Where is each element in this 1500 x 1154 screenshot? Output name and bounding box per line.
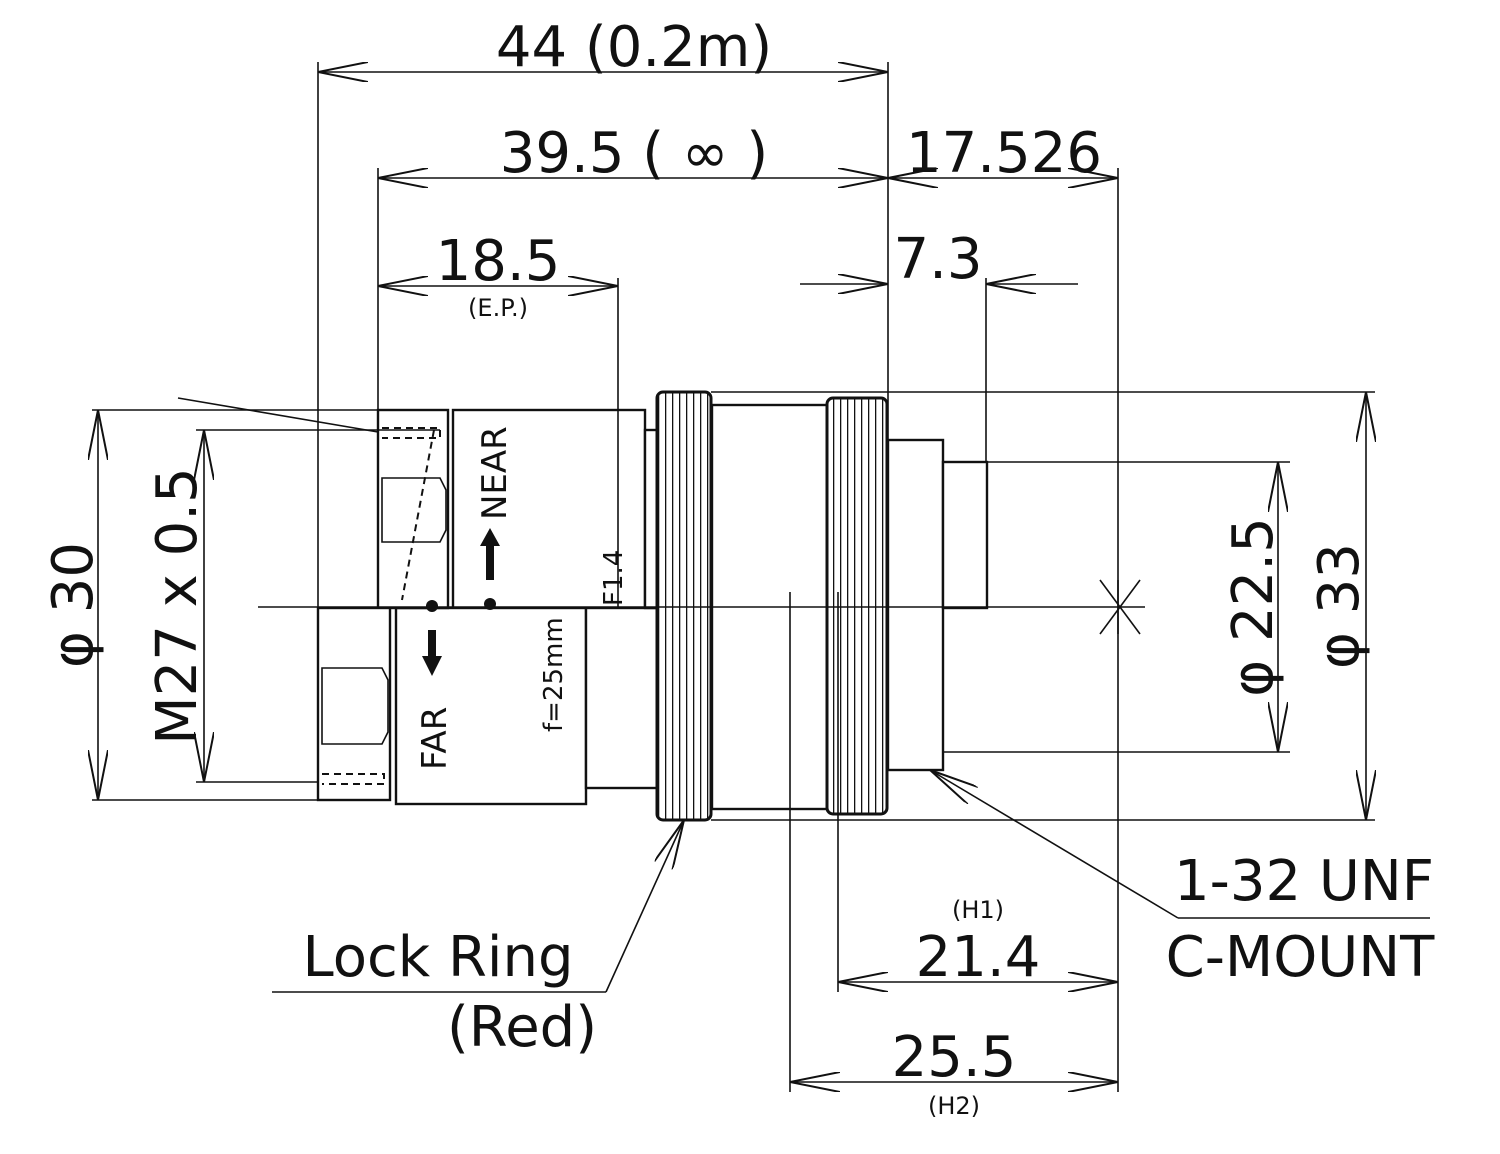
dim-label-39-5: 39.5 ( ∞ ) [500, 121, 768, 186]
iris-ring [825, 396, 889, 816]
dimension-lines [98, 72, 1366, 1082]
hex-face-upper [381, 477, 447, 543]
lock-ring-color-label: (Red) [447, 995, 597, 1060]
leaders [272, 770, 1430, 993]
mount-step [886, 438, 945, 772]
dim-label-phi22-5: φ 22.5 [1221, 517, 1286, 696]
dim-label-7-3: 7.3 [893, 227, 982, 292]
focus-ring-upper [451, 408, 647, 610]
far-arrow-icon [422, 630, 442, 676]
lock-ring [655, 390, 713, 822]
near-index-dot [484, 598, 496, 610]
dim-note-h1: (H1) [952, 896, 1004, 924]
dim-note-ep: (E.P.) [468, 294, 528, 322]
dim-note-h2: (H2) [928, 1092, 980, 1120]
lock-ring-label: Lock Ring [302, 925, 573, 990]
hex-face-lower [321, 667, 389, 745]
dim-label-h2: 25.5 [892, 1025, 1017, 1090]
dim-label-18-5: 18.5 [436, 229, 561, 294]
focus-index-dot [426, 600, 438, 612]
dim-label-phi33: φ 33 [1307, 543, 1372, 669]
hidden-thread-lower [322, 773, 385, 785]
front-cap-upper [376, 408, 450, 610]
aperture-marking: F1.4 [599, 550, 629, 606]
near-marking: NEAR [475, 426, 515, 520]
hidden-thread-upper [382, 427, 441, 439]
lock-ring-leader [605, 820, 684, 993]
dim-label-phi30: φ 30 [41, 542, 106, 668]
mount-thread-label: 1-32 UNF [1174, 849, 1434, 914]
dim-label-44: 44 (0.2m) [496, 15, 772, 80]
dim-label-h1: 21.4 [916, 925, 1041, 990]
far-marking: FAR [415, 707, 455, 770]
dim-label-m27: M27 x 0.5 [145, 467, 210, 744]
aperture-barrel-lower [584, 606, 660, 790]
mount-thread-upper [941, 460, 989, 610]
dim-label-17-526: 17.526 [906, 121, 1102, 186]
image-plane-mark-b [1099, 579, 1141, 635]
lens-body [258, 390, 1145, 822]
near-arrow-icon [480, 528, 500, 580]
mount-leader [930, 770, 1179, 919]
hidden-line [401, 429, 435, 601]
front-cap-lower [316, 606, 392, 802]
mount-type-label: C-MOUNT [1166, 925, 1436, 990]
focal-length-marking: f=25mm [539, 617, 569, 732]
